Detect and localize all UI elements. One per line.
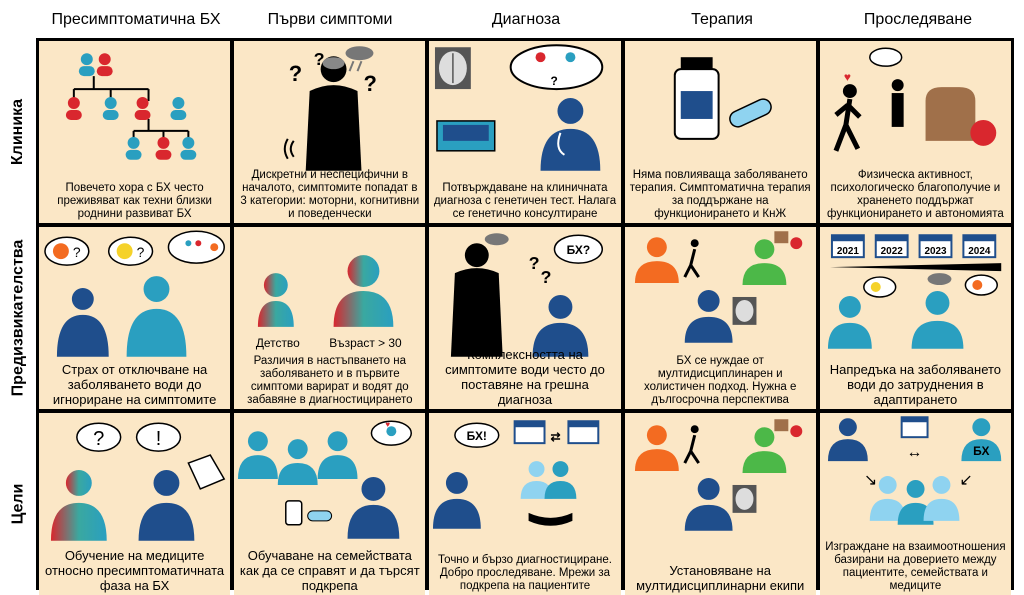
svg-text:♥: ♥: [386, 420, 391, 429]
fast-diagnosis-icon: БХ! ⇄: [433, 420, 600, 529]
multidisciplinary-team-icon: [634, 419, 802, 531]
cell-goals-first-symptoms: ♥ Обучаване на семействата как да се спр…: [234, 413, 426, 595]
cell-goals-presymptomatic: ? ! Обучение на медиците относно пресимп…: [39, 413, 231, 595]
svg-text:?: ?: [551, 74, 558, 88]
column-header-presymptomatic: Пресимптоматична БХ: [51, 11, 221, 28]
cell-text: БХ се нуждае от мултидисциплинарен и хол…: [643, 355, 797, 406]
cell-text: Няма повлияваща заболяването терапия. Си…: [629, 169, 811, 220]
family-education-icon: ♥: [238, 420, 413, 539]
row-header-goals: Цели: [9, 483, 26, 525]
doctor-with-brain-scan-icon: ?: [435, 44, 604, 171]
svg-text:?: ?: [289, 61, 302, 86]
cell-clinic-therapy: Няма повлияваща заболяването терапия. Си…: [624, 41, 816, 223]
cell-text: Изграждане на взаимоотношения базирани н…: [825, 541, 1006, 592]
svg-text:?: ?: [364, 71, 377, 96]
cell-clinic-follow-up: ♥ Физическа активност, психологическо бл…: [819, 41, 1011, 223]
svg-text:?: ?: [541, 267, 552, 287]
svg-text:?: ?: [314, 49, 325, 69]
svg-text:↔: ↔: [906, 444, 922, 461]
year-2021: 2021: [837, 246, 860, 257]
cell-goals-follow-up: ↔ БХ ↘ ↙ Изграждане на взаимоотношения б…: [819, 413, 1011, 595]
cell-clinic-presymptomatic: Повечето хора с БХ често преживяват как …: [39, 41, 231, 223]
column-header-diagnosis: Диагноза: [491, 11, 561, 28]
cell-text: Различия в настъпването на заболяването …: [247, 355, 413, 406]
cell-text: Точно и бързо диагностициране. Добро про…: [438, 554, 612, 592]
cell-goals-diagnosis: БХ! ⇄ Точно и бързо диагностициране. Доб…: [429, 413, 621, 595]
calendar-progression-icon: 2021 2022 2023 2024: [827, 234, 1002, 349]
walking-food-icon: ♥: [833, 47, 997, 152]
cell-text: Комплексността на симптомите води често …: [445, 347, 605, 407]
column-header-first-symptoms: Първи симптоми: [267, 11, 393, 28]
svg-text:?: ?: [137, 244, 145, 260]
cell-challenges-therapy: БХ се нуждае от мултидисциплинарен и хол…: [624, 227, 816, 409]
svg-text:↙: ↙: [959, 472, 972, 489]
cell-challenges-diagnosis: БХ? ? ? Комплексността на симптомите вод…: [429, 227, 621, 409]
cell-challenges-follow-up: 2021 2022 2023 2024 Напредъка на заболяв…: [819, 227, 1011, 409]
column-header-follow-up: Проследяване: [863, 11, 973, 28]
cell-clinic-first-symptoms: ? ? ? Дискретни и неспецифични в началот…: [234, 41, 426, 223]
medicine-bottle-icon: [673, 57, 772, 140]
matrix-grid: Повечето хора с БХ често преживяват как …: [36, 38, 1014, 595]
misdiagnosis-icon: БХ? ? ?: [451, 233, 604, 357]
exclamation-mark: !: [156, 428, 162, 450]
multidisciplinary-icon: [634, 231, 802, 343]
fear-speech-bubbles-icon: ? ?: [44, 230, 225, 357]
cell-challenges-first-symptoms: Детство Възраст > 30 Различия в настъпва…: [234, 227, 426, 409]
age-onset-icon: Детство Възраст > 30: [256, 255, 402, 350]
cell-goals-therapy: Установяване на мултидисциплинарни екипи: [624, 413, 816, 595]
label-childhood: Детство: [256, 336, 300, 350]
row-header-clinic: Клиника: [9, 98, 27, 166]
confused-person-icon: ? ? ?: [283, 46, 377, 171]
question-mark: ?: [93, 428, 104, 450]
cell-clinic-diagnosis: ? Потвърждаване на клиничната диагноза с…: [429, 41, 621, 223]
label-age: Възраст > 30: [329, 336, 402, 350]
cell-text: Обучаване на семействата как да се справ…: [239, 548, 420, 593]
cell-text: Физическа активност, психологическо благ…: [827, 169, 1004, 220]
column-header-therapy: Терапия: [691, 11, 753, 28]
trust-relationship-icon: ↔ БХ ↘ ↙: [827, 416, 1002, 525]
label-bh: БХ: [973, 444, 989, 458]
cell-text: Напредъка на заболяването води до затруд…: [829, 362, 1002, 407]
cell-text: Установяване на мултидисциплинарни екипи: [636, 563, 805, 593]
year-2022: 2022: [880, 246, 903, 257]
svg-text:?: ?: [73, 244, 81, 260]
doctor-education-icon: ? !: [50, 422, 226, 541]
svg-text:?: ?: [529, 253, 540, 273]
cell-challenges-presymptomatic: ? ? Страх от отключване на заболяването …: [39, 227, 231, 409]
cell-text: Дискретни и неспецифични в началото, сим…: [240, 169, 420, 220]
cell-text: Повечето хора с БХ често преживяват как …: [57, 182, 212, 220]
cell-text: Потвърждаване на клиничната диагноза с г…: [433, 182, 617, 220]
cell-text: Обучение на медиците относно пресимптома…: [45, 548, 225, 593]
svg-text:♥: ♥: [844, 70, 851, 84]
label-bh-question: БХ?: [567, 243, 591, 257]
year-2024: 2024: [968, 246, 991, 257]
svg-text:⇄: ⇄: [551, 430, 561, 444]
label-bh-exclamation: БХ!: [467, 429, 487, 443]
svg-text:↘: ↘: [864, 472, 877, 489]
cell-text: Страх от отключване на заболяването води…: [52, 362, 217, 407]
family-tree-icon: [65, 53, 197, 160]
year-2023: 2023: [924, 246, 947, 257]
row-header-challenges: Предизвикателства: [9, 239, 27, 397]
